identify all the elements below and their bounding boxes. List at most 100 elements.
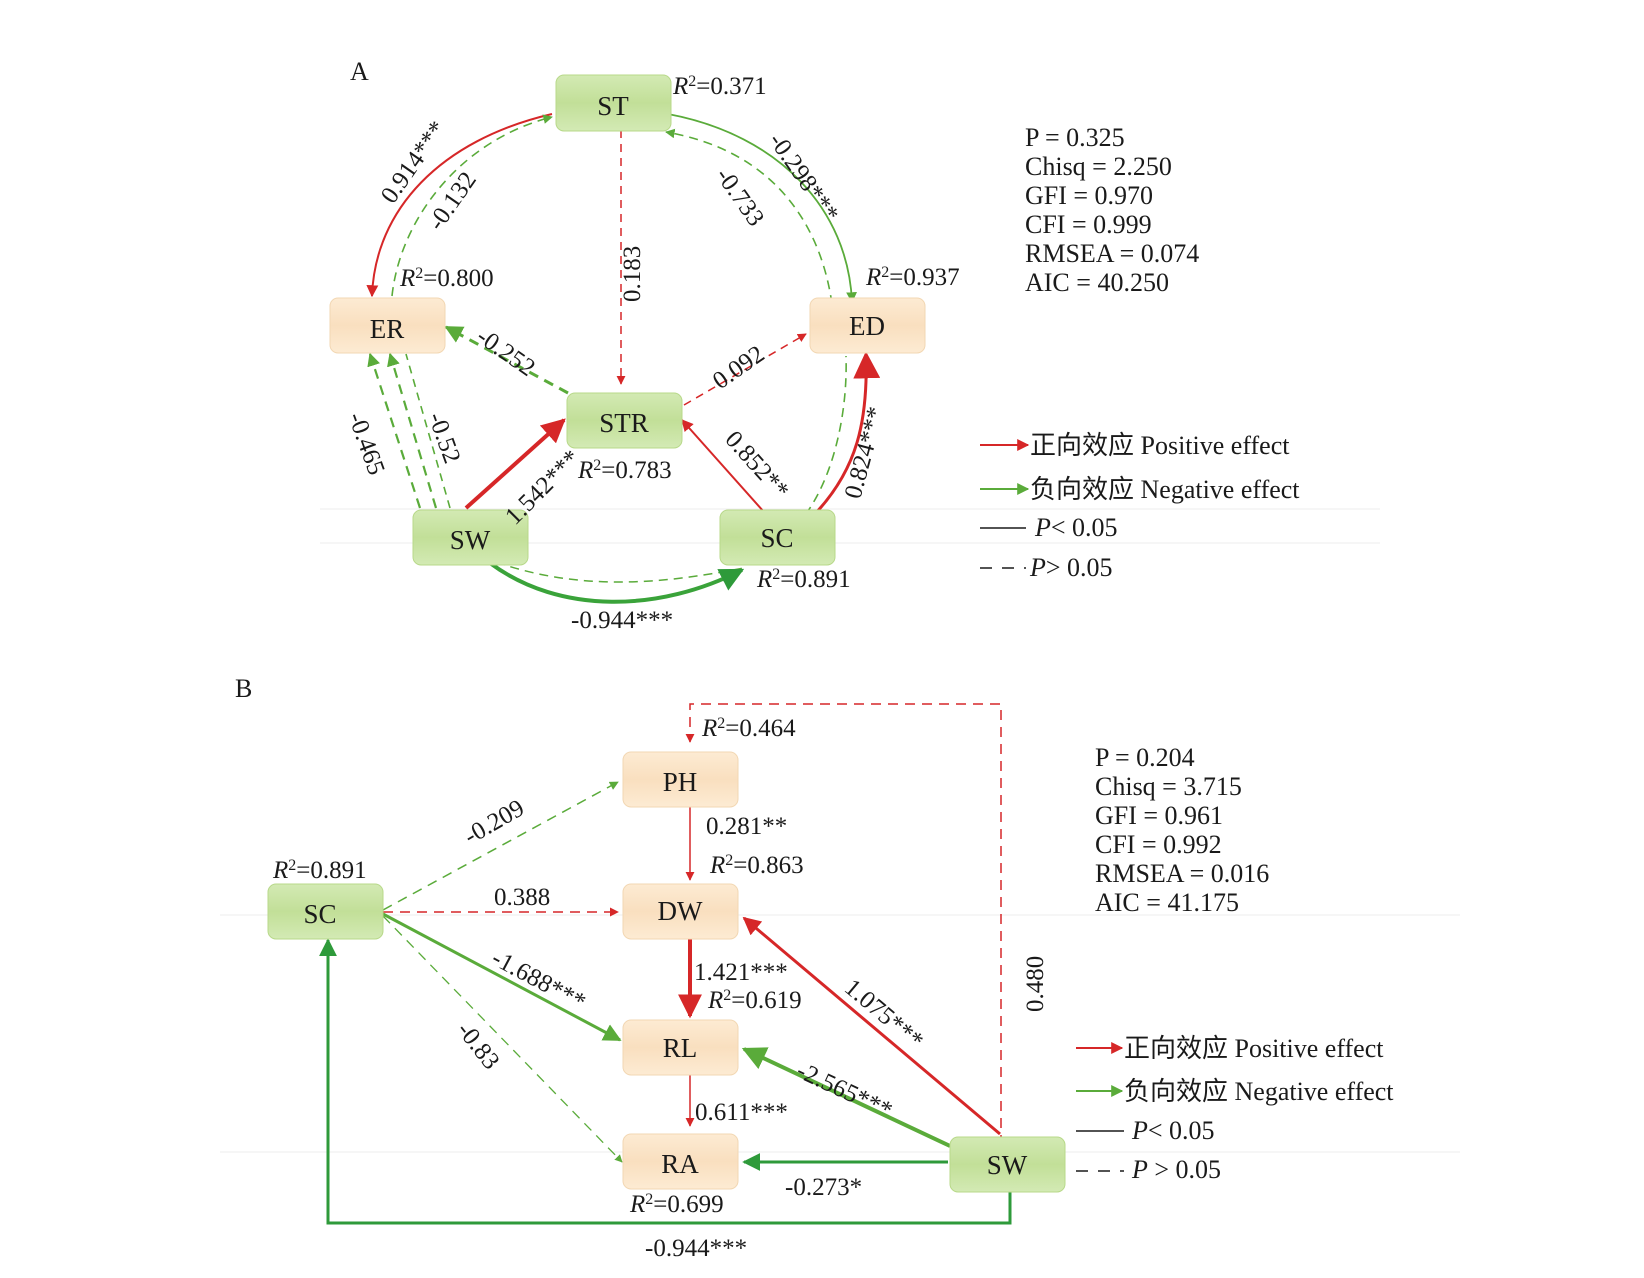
coef-sc-str: 0.852** bbox=[720, 426, 794, 504]
node-str: STR bbox=[566, 392, 683, 449]
stat-line: GFI = 0.961 bbox=[1095, 801, 1223, 830]
r2-dw: R2=0.863 bbox=[709, 852, 804, 880]
coef-sw-sc: -0.944*** bbox=[645, 1235, 747, 1262]
edge-sc-ph bbox=[382, 781, 619, 911]
node-ra: RA bbox=[622, 1133, 739, 1190]
legend-positive-label: 正向效应 Positive effect bbox=[1124, 1034, 1384, 1063]
svg-text:SC: SC bbox=[303, 899, 336, 929]
edge-st-er-positive bbox=[366, 113, 553, 298]
panel-a: A ST ER ED STR bbox=[329, 57, 1300, 634]
coef-st-str: 0.183 bbox=[619, 246, 646, 302]
coef-sw-ph: 0.480 bbox=[1022, 956, 1049, 1012]
coef-ph-dw: 0.281** bbox=[706, 813, 787, 840]
stat-line: CFI = 0.992 bbox=[1095, 830, 1222, 859]
edge-sc-ra bbox=[382, 915, 623, 1163]
coef-sw-str: 1.542*** bbox=[500, 445, 585, 530]
panel-a-label: A bbox=[350, 57, 369, 86]
edge-sw-str bbox=[464, 418, 566, 510]
coef-sw-dw: 1.075*** bbox=[839, 974, 928, 1055]
node-ed: ED bbox=[809, 297, 926, 354]
node-st: ST bbox=[555, 74, 672, 132]
coef-sw-rl: -2.565*** bbox=[792, 1057, 896, 1125]
legend-negative-label: 负向效应 Negative effect bbox=[1030, 475, 1300, 504]
edge-sc-rl bbox=[382, 912, 622, 1042]
edge-sw-er-b bbox=[387, 352, 438, 509]
coef-st-er-neg: -0.132 bbox=[423, 167, 482, 235]
coef-sw-sc: -0.944*** bbox=[571, 607, 673, 634]
edge-er-st-negative bbox=[391, 114, 553, 297]
legend-nonsig-label: P > 0.05 bbox=[1131, 1155, 1221, 1184]
svg-text:RA: RA bbox=[661, 1149, 699, 1179]
coef-sw-ra: -0.273* bbox=[785, 1174, 862, 1201]
edge-sw-er-a bbox=[367, 352, 422, 509]
r2-ed: R2=0.937 bbox=[865, 264, 960, 292]
r2-st: R2=0.371 bbox=[672, 73, 767, 101]
edge-sw-dw bbox=[742, 916, 1001, 1136]
edge-sc-ed bbox=[810, 351, 881, 519]
stat-line: Chisq = 3.715 bbox=[1095, 772, 1242, 801]
stat-line: GFI = 0.970 bbox=[1025, 181, 1153, 210]
stat-line: P = 0.204 bbox=[1095, 743, 1195, 772]
edge-sw-sc-dashed bbox=[495, 561, 745, 583]
stat-line: CFI = 0.999 bbox=[1025, 210, 1152, 239]
coef-dw-rl: 1.421*** bbox=[694, 959, 788, 986]
edge-sw-rl bbox=[741, 1047, 951, 1148]
r2-sc: R2=0.891 bbox=[756, 566, 851, 594]
legend-b: 正向效应 Positive effect 负向效应 Negative effec… bbox=[1076, 1034, 1394, 1184]
legend-positive-label: 正向效应 Positive effect bbox=[1030, 431, 1290, 460]
coef-sc-ph: -0.209 bbox=[460, 795, 529, 851]
node-ph: PH bbox=[622, 751, 739, 808]
node-sw: SW bbox=[412, 509, 529, 566]
edge-ed-st-negative bbox=[665, 128, 833, 305]
svg-text:SW: SW bbox=[987, 1150, 1028, 1180]
stat-line: RMSEA = 0.016 bbox=[1095, 859, 1269, 888]
node-sc: SC bbox=[719, 509, 836, 566]
legend-negative-label: 负向效应 Negative effect bbox=[1124, 1077, 1394, 1106]
edge-sw-er-c bbox=[405, 353, 451, 509]
svg-text:DW: DW bbox=[658, 896, 703, 926]
edge-str-ed bbox=[683, 333, 807, 406]
svg-text:SC: SC bbox=[760, 523, 793, 553]
r2-ra: R2=0.699 bbox=[629, 1191, 724, 1219]
edge-sc-ed-dashed bbox=[795, 355, 847, 527]
r2-ph: R2=0.464 bbox=[701, 715, 796, 743]
svg-text:STR: STR bbox=[599, 408, 649, 438]
fit-stats-b: P = 0.204 Chisq = 3.715 GFI = 0.961 CFI … bbox=[1095, 743, 1269, 917]
node-dw: DW bbox=[622, 883, 739, 940]
stat-line: AIC = 40.250 bbox=[1025, 268, 1169, 297]
edge-sc-str bbox=[681, 419, 765, 513]
node-sw: SW bbox=[949, 1136, 1066, 1193]
coef-sc-rl: -1.688*** bbox=[487, 944, 590, 1016]
coef-sc-dw: 0.388 bbox=[494, 884, 550, 911]
svg-text:ST: ST bbox=[597, 91, 629, 121]
coef-sw-er-a: -0.465 bbox=[342, 409, 389, 479]
svg-text:ED: ED bbox=[849, 311, 885, 341]
svg-text:RL: RL bbox=[663, 1033, 698, 1063]
coef-st-ed-neg: -0.298*** bbox=[763, 128, 844, 227]
legend-a: 正向效应 Positive effect 负向效应 Negative effec… bbox=[980, 431, 1300, 582]
edge-sw-ph bbox=[685, 703, 1002, 1145]
node-er: ER bbox=[329, 297, 446, 354]
node-sc: SC bbox=[267, 883, 384, 940]
panel-b: B PH SC DW RL RA bbox=[235, 674, 1394, 1262]
svg-text:SW: SW bbox=[450, 525, 491, 555]
coef-ed-st-neg: -0.733 bbox=[710, 163, 769, 231]
legend-sig-label: P< 0.05 bbox=[1034, 513, 1118, 542]
panel-b-label: B bbox=[235, 674, 252, 703]
coef-str-ed: 0.092 bbox=[708, 341, 770, 395]
edge-sw-sc bbox=[319, 938, 1012, 1225]
stat-line: RMSEA = 0.074 bbox=[1025, 239, 1199, 268]
edge-sw-sc bbox=[488, 561, 745, 604]
coef-sw-er-b: -0.52 bbox=[422, 409, 465, 467]
legend-nonsig-label: P> 0.05 bbox=[1029, 553, 1113, 582]
stat-line: P = 0.325 bbox=[1025, 123, 1125, 152]
r2-er: R2=0.800 bbox=[399, 265, 494, 293]
coef-sc-ra: -0.83 bbox=[451, 1017, 504, 1075]
edge-str-er bbox=[444, 325, 569, 395]
r2-rl: R2=0.619 bbox=[707, 987, 802, 1015]
edge-st-ed-negative bbox=[667, 113, 857, 304]
fit-stats-a: P = 0.325 Chisq = 2.250 GFI = 0.970 CFI … bbox=[1025, 123, 1199, 297]
coef-sc-ed: 0.824*** bbox=[840, 404, 890, 502]
stat-line: AIC = 41.175 bbox=[1095, 888, 1239, 917]
